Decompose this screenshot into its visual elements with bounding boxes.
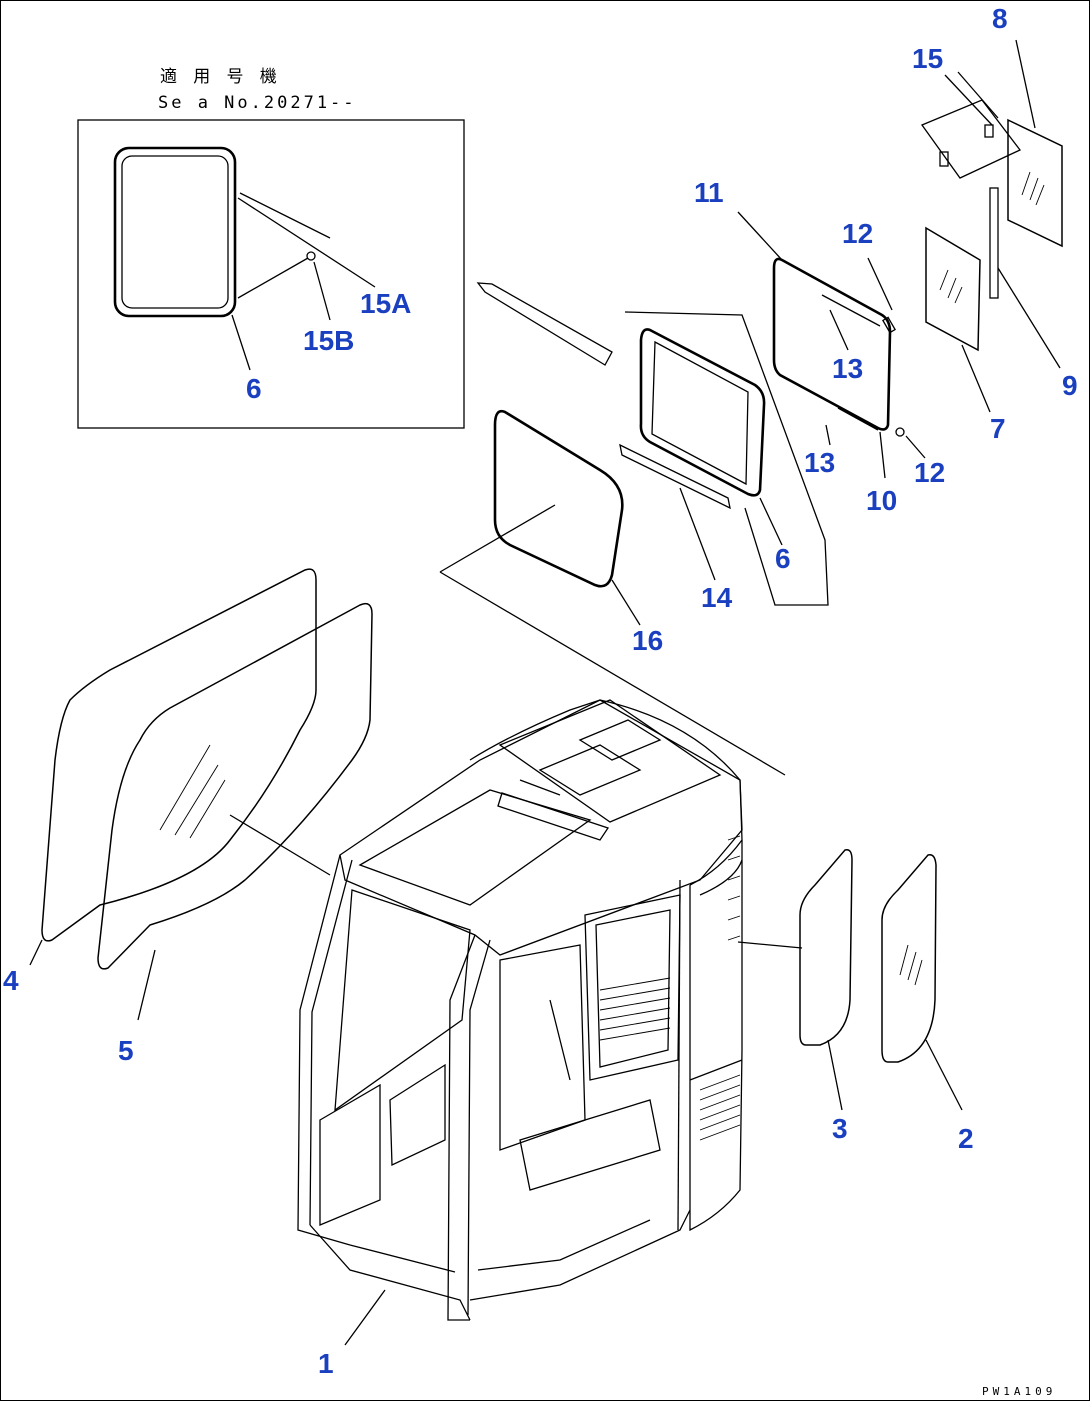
cab-frame xyxy=(297,699,743,1321)
sliding-window-11 xyxy=(772,257,892,431)
window-seal-16 xyxy=(493,410,624,588)
glass-5 xyxy=(97,602,373,970)
callout-6: 6 xyxy=(775,543,791,574)
callout-7: 7 xyxy=(990,413,1006,444)
callout-13-top: 13 xyxy=(832,353,863,384)
callout-15a: 15A xyxy=(360,288,411,319)
callout-12-top: 12 xyxy=(842,218,873,249)
window-seal-6 xyxy=(639,328,766,497)
callout-15: 15 xyxy=(912,43,943,74)
inset-window-seal xyxy=(113,146,237,318)
bracket-15 xyxy=(920,99,1022,179)
callout-14: 14 xyxy=(701,582,733,613)
callout-16: 16 xyxy=(632,625,663,656)
applicable-serial-heading: 適 用 号 機 xyxy=(160,67,280,87)
callout-5: 5 xyxy=(118,1035,134,1066)
stopper-12-top xyxy=(882,316,896,334)
rail-13-bottom xyxy=(837,407,879,431)
stopper-12-bottom xyxy=(895,427,905,437)
callout-3: 3 xyxy=(832,1113,848,1144)
inset-box xyxy=(77,119,465,429)
glass-7 xyxy=(925,226,981,352)
inset-strip-15a xyxy=(237,197,376,288)
callout-2: 2 xyxy=(958,1123,974,1154)
callout-4: 4 xyxy=(3,965,19,996)
rail-13-top xyxy=(821,294,881,327)
callout-6-inset: 6 xyxy=(246,373,262,404)
trim-strip-14 xyxy=(619,443,731,510)
glass-2 xyxy=(881,853,937,1063)
drawing-code: PW1A109 xyxy=(982,1385,1056,1398)
leader-frame xyxy=(624,311,829,606)
glass-4 xyxy=(41,568,317,942)
callout-10: 10 xyxy=(866,485,897,516)
callout-11: 11 xyxy=(694,177,724,208)
inset-fastener-15b xyxy=(306,251,316,261)
callout-15b: 15B xyxy=(303,325,354,356)
serial-number-note: Se a No.20271-- xyxy=(158,93,357,113)
glass-3 xyxy=(799,848,853,1046)
callout-13-bottom: 13 xyxy=(804,447,835,478)
rail-9 xyxy=(989,187,999,299)
callout-12-bottom: 12 xyxy=(914,457,945,488)
direction-arrow xyxy=(476,282,613,366)
glass-8 xyxy=(1007,118,1063,248)
callout-1: 1 xyxy=(318,1348,334,1379)
callout-8: 8 xyxy=(992,3,1008,34)
callout-9: 9 xyxy=(1062,370,1078,401)
